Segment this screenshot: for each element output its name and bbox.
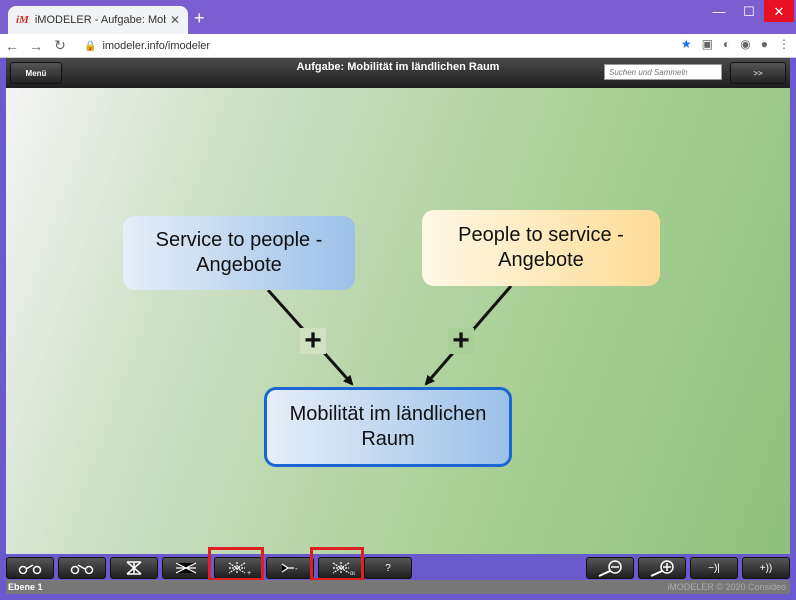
tab-title: iMODELER - Aufgabe: Mobilität i	[34, 14, 166, 26]
link-left-sign: +	[304, 324, 322, 357]
reduce-network-icon: -	[281, 563, 298, 573]
node-service-to-people[interactable]: Service to people - Angebote	[123, 216, 355, 290]
pdf-extension-icon[interactable]: ▣	[701, 37, 714, 51]
search-input[interactable]	[604, 64, 722, 80]
bottom-toolbar: + - oo ? −)| +))	[6, 547, 790, 581]
reduce-network-button[interactable]: -	[266, 557, 314, 579]
page-title: Aufgabe: Mobilität im ländlichen Raum	[296, 61, 500, 73]
link-left-sign-bg	[300, 328, 326, 354]
lock-icon: 🔒	[84, 40, 97, 52]
account-icon[interactable]: ●	[760, 37, 768, 51]
link-layer: + +	[266, 285, 513, 386]
tab-close-icon[interactable]: ✕	[169, 13, 180, 27]
svg-text:oo: oo	[350, 571, 355, 576]
forward-icon[interactable]: →	[29, 37, 43, 54]
kebab-menu-icon[interactable]: ⋮	[778, 37, 790, 51]
url-text: imodeler.info/imodeler	[102, 40, 211, 52]
link-right-sign: +	[452, 324, 470, 357]
extension-circle-icon[interactable]: ◐	[723, 37, 731, 51]
insight-matrix-button[interactable]	[162, 557, 210, 579]
expand-network-icon: +	[228, 562, 251, 576]
status-bar: Ebene 1 iMODELER © 2020 Consideo	[6, 580, 790, 594]
bookmark-star-icon[interactable]: ★	[680, 37, 692, 51]
zoom-in-button[interactable]	[638, 557, 686, 579]
browser-titlebar: iM iMODELER - Aufgabe: Mobilität i ✕ + —…	[0, 0, 796, 34]
browser-tab[interactable]: iM iMODELER - Aufgabe: Mobilität i ✕	[8, 6, 188, 34]
back-icon[interactable]: ←	[5, 37, 19, 54]
factor-left-icon	[18, 564, 42, 575]
link-right-sign-bg	[448, 328, 474, 354]
zoom-in-icon	[650, 560, 674, 577]
highlight-box-expand	[208, 547, 264, 581]
previous-level-button[interactable]: −)|	[690, 557, 738, 579]
window-close-icon[interactable]: ✕	[764, 0, 794, 22]
minimize-icon[interactable]: —	[712, 4, 726, 19]
expand-panel-button[interactable]: >>	[730, 62, 786, 84]
level-label: Ebene 1	[8, 582, 43, 592]
maximize-icon[interactable]: ☐	[743, 4, 755, 19]
node-people-to-service[interactable]: People to service - Angebote	[422, 210, 660, 286]
app-header: Menü Aufgabe: Mobilität im ländlichen Ra…	[6, 58, 790, 88]
extension-globe-icon[interactable]: ◉	[740, 37, 751, 51]
copyright-text: iMODELER © 2020 Consideo	[667, 582, 786, 592]
add-factor-right-button[interactable]	[58, 557, 106, 579]
node-mobilitaet[interactable]: Mobilität im ländlichen Raum	[264, 387, 512, 467]
highlight-box-all-links	[310, 547, 364, 581]
url-field[interactable]: 🔒 imodeler.info/imodeler	[84, 37, 664, 55]
add-factor-left-button[interactable]	[6, 557, 54, 579]
menu-button[interactable]: Menü	[10, 62, 62, 84]
network-view-button[interactable]	[110, 557, 158, 579]
zoom-out-icon	[598, 560, 622, 577]
model-canvas[interactable]: + + Service to people - Angebote People …	[6, 88, 790, 554]
svg-text:+: +	[247, 570, 251, 576]
imodeler-favicon-icon: iM	[16, 14, 29, 26]
extension-area: ★ ▣ ◐ ◉ ● ⋮	[681, 37, 790, 51]
all-links-icon: oo	[332, 562, 355, 576]
zoom-out-button[interactable]	[586, 557, 634, 579]
new-tab-icon[interactable]: +	[194, 8, 205, 28]
factor-right-icon	[70, 564, 94, 575]
svg-text:-: -	[295, 564, 298, 573]
network-icon	[126, 561, 142, 575]
address-bar: ← → ↻ 🔒 imodeler.info/imodeler ★ ▣ ◐ ◉ ●…	[0, 34, 796, 58]
matrix-icon	[175, 562, 197, 574]
next-level-button[interactable]: +))	[742, 557, 790, 579]
reload-icon[interactable]: ↻	[54, 37, 66, 53]
help-button[interactable]: ?	[364, 557, 412, 579]
